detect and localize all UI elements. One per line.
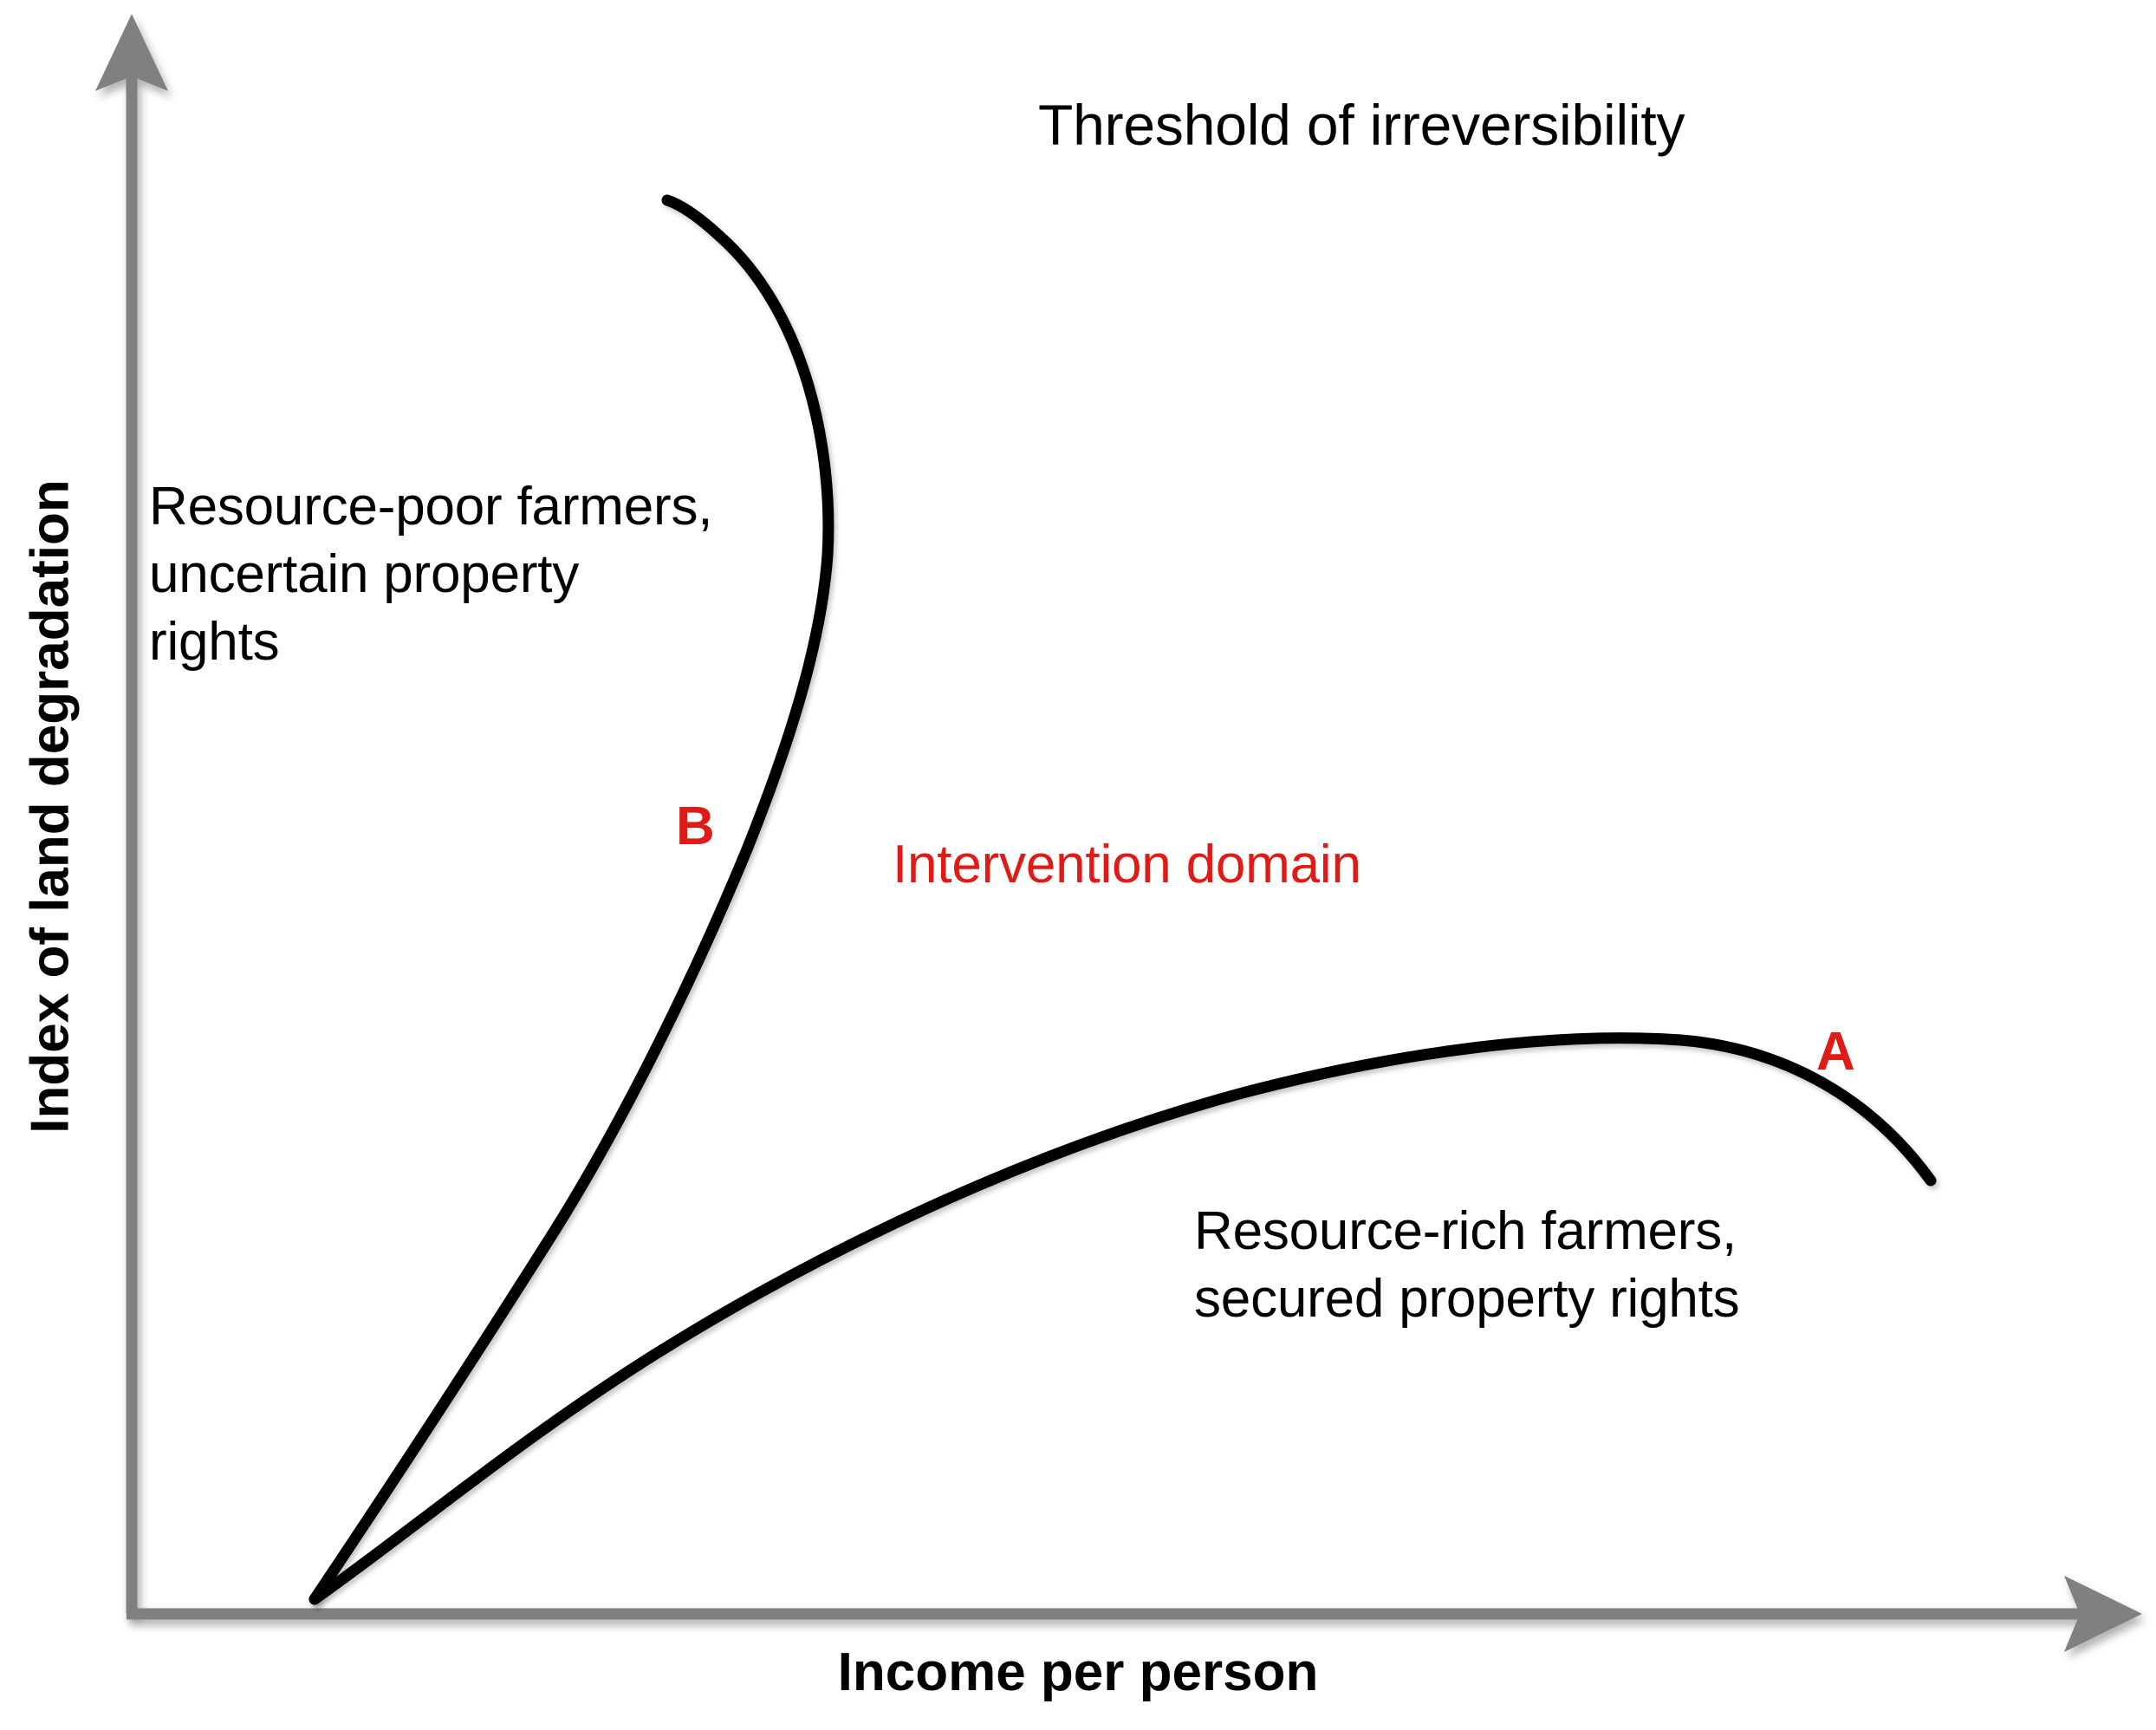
intervention-domain-label: Intervention domain <box>893 835 1361 894</box>
y-axis-title: Index of land degradation <box>20 478 81 1134</box>
x-axis-title: Income per person <box>837 1642 1319 1702</box>
x-axis <box>127 1576 2142 1652</box>
arrow-up-icon <box>95 14 168 91</box>
resource-poor-label: Resource-poor farmers, uncertain propert… <box>149 477 713 673</box>
resource-rich-label: Resource-rich farmers, secured property … <box>1194 1201 1740 1330</box>
arrow-right-icon <box>2064 1576 2142 1652</box>
threshold-label: Threshold of irreversibility <box>1038 93 1685 157</box>
y-axis <box>95 14 168 1614</box>
curve-b-path <box>308 194 834 1605</box>
curve-a-path <box>308 1032 1937 1605</box>
curve-a-tag: A <box>1816 1022 1855 1082</box>
y-axis-title-wrapper: Index of land degradation <box>9 0 92 1612</box>
curve-b-tag: B <box>676 797 715 856</box>
